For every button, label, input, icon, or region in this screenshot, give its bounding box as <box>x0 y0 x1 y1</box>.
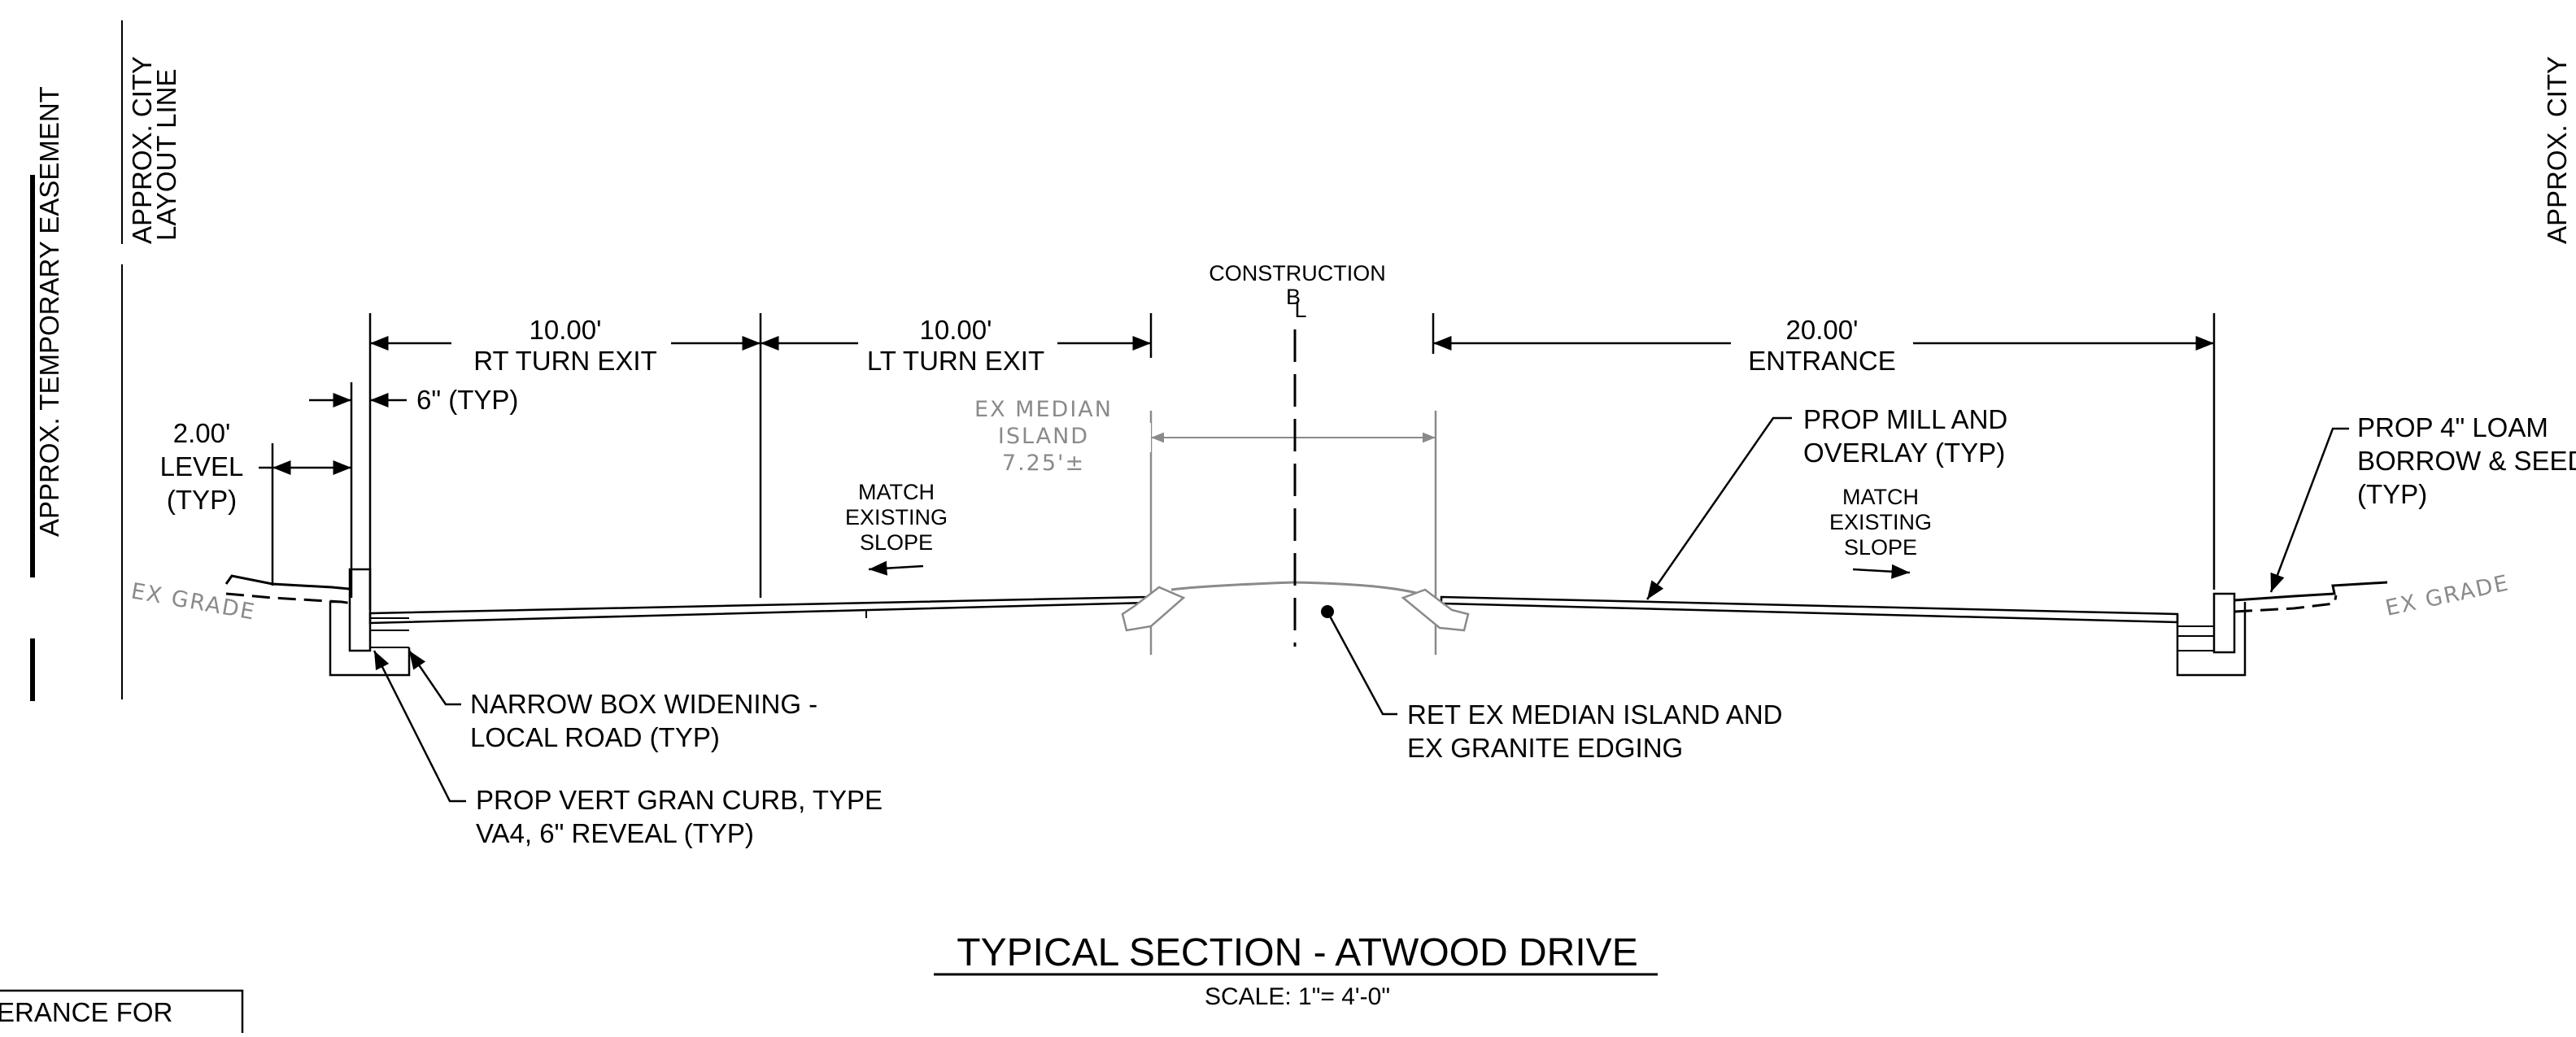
ex-grade-left-line <box>224 574 367 592</box>
narrow-label-1: NARROW BOX WIDENING - <box>470 689 817 719</box>
mill-label-1: PROP MILL AND <box>1803 404 2007 434</box>
ex-grade-right-dash <box>2234 595 2338 613</box>
drawing-title: TYPICAL SECTION - ATWOOD DRIVE <box>957 931 1637 974</box>
construction-label: CONSTRUCTION <box>1209 261 1386 285</box>
ret-label-1: RET EX MEDIAN ISLAND AND <box>1407 699 1783 730</box>
layout-line-label-2: LAYOUT LINE <box>151 68 181 241</box>
narrow-leader <box>408 650 461 706</box>
mill-label-2: OVERLAY (TYP) <box>1803 438 2005 468</box>
centerline-l: L <box>1294 298 1306 322</box>
curb-width-label: 6" (TYP) <box>416 385 518 415</box>
ex-grade-left-label: EX GRADE <box>129 578 258 625</box>
match-left-2: EXISTING <box>845 505 948 529</box>
curb-label-2: VA4, 6" REVEAL (TYP) <box>476 818 754 848</box>
match-right-3: SLOPE <box>1844 535 1917 560</box>
note-box-text: ERANCE FOR <box>0 997 172 1027</box>
lt-dim-label: LT TURN EXIT <box>867 346 1044 376</box>
curb-label-1: PROP VERT GRAN CURB, TYPE <box>476 785 883 815</box>
loam-label-2: BORROW & SEED <box>2357 446 2576 476</box>
loam-label-1: PROP 4" LOAM <box>2357 412 2548 442</box>
median-right-edging <box>1401 588 1470 632</box>
ex-grade-right-line <box>2234 581 2388 602</box>
match-left-1: MATCH <box>858 480 935 504</box>
left-curb <box>348 568 372 652</box>
level-dim-value: 2.00' <box>173 418 231 448</box>
median-label-3: 7.25'± <box>1002 451 1085 476</box>
left-pavement <box>368 595 1149 625</box>
median-dim-gap <box>1118 423 1151 452</box>
right-curb-base <box>2176 602 2247 677</box>
loam-leader <box>2269 427 2349 593</box>
median-left-edging <box>1121 586 1186 632</box>
rt-dim-value: 10.00' <box>530 315 602 345</box>
level-dim-typ: (TYP) <box>167 485 237 515</box>
match-right-1: MATCH <box>1842 485 1919 509</box>
note-box <box>0 989 244 1033</box>
layout-line-label-1: APPROX. CITY <box>127 56 157 244</box>
ent-dim-label: ENTRANCE <box>1748 346 1896 376</box>
right-pavement <box>1440 595 2179 624</box>
lt-dim-value: 10.00' <box>920 315 992 345</box>
ent-dim-value: 20.00' <box>1786 315 1859 345</box>
drawing-scale: SCALE: 1"= 4'-0" <box>1205 983 1390 1010</box>
rt-dim-label: RT TURN EXIT <box>473 346 657 376</box>
match-right-2: EXISTING <box>1829 510 1932 534</box>
right-layout-label: APPROX. CITY <box>2542 56 2572 244</box>
median-label-2: ISLAND <box>998 424 1089 449</box>
centerline-b: B <box>1286 285 1301 309</box>
level-dim-label: LEVEL <box>160 451 244 481</box>
median-island-top <box>1170 581 1420 595</box>
ex-grade-right-label: EX GRADE <box>2383 570 2512 621</box>
right-curb <box>2212 592 2236 654</box>
ret-label-2: EX GRANITE EDGING <box>1407 733 1683 763</box>
loam-label-3: (TYP) <box>2357 479 2427 509</box>
narrow-label-2: LOCAL ROAD (TYP) <box>470 722 720 752</box>
match-left-3: SLOPE <box>860 530 933 555</box>
median-label-1: EX MEDIAN <box>974 397 1113 422</box>
ret-leader <box>1326 611 1397 716</box>
mill-leader <box>1645 416 1792 600</box>
curb-leader <box>373 650 466 803</box>
match-right-arrow <box>1852 564 1911 579</box>
match-left-arrow <box>868 560 924 576</box>
easement-label: APPROX. TEMPORARY EASEMENT <box>34 86 64 537</box>
